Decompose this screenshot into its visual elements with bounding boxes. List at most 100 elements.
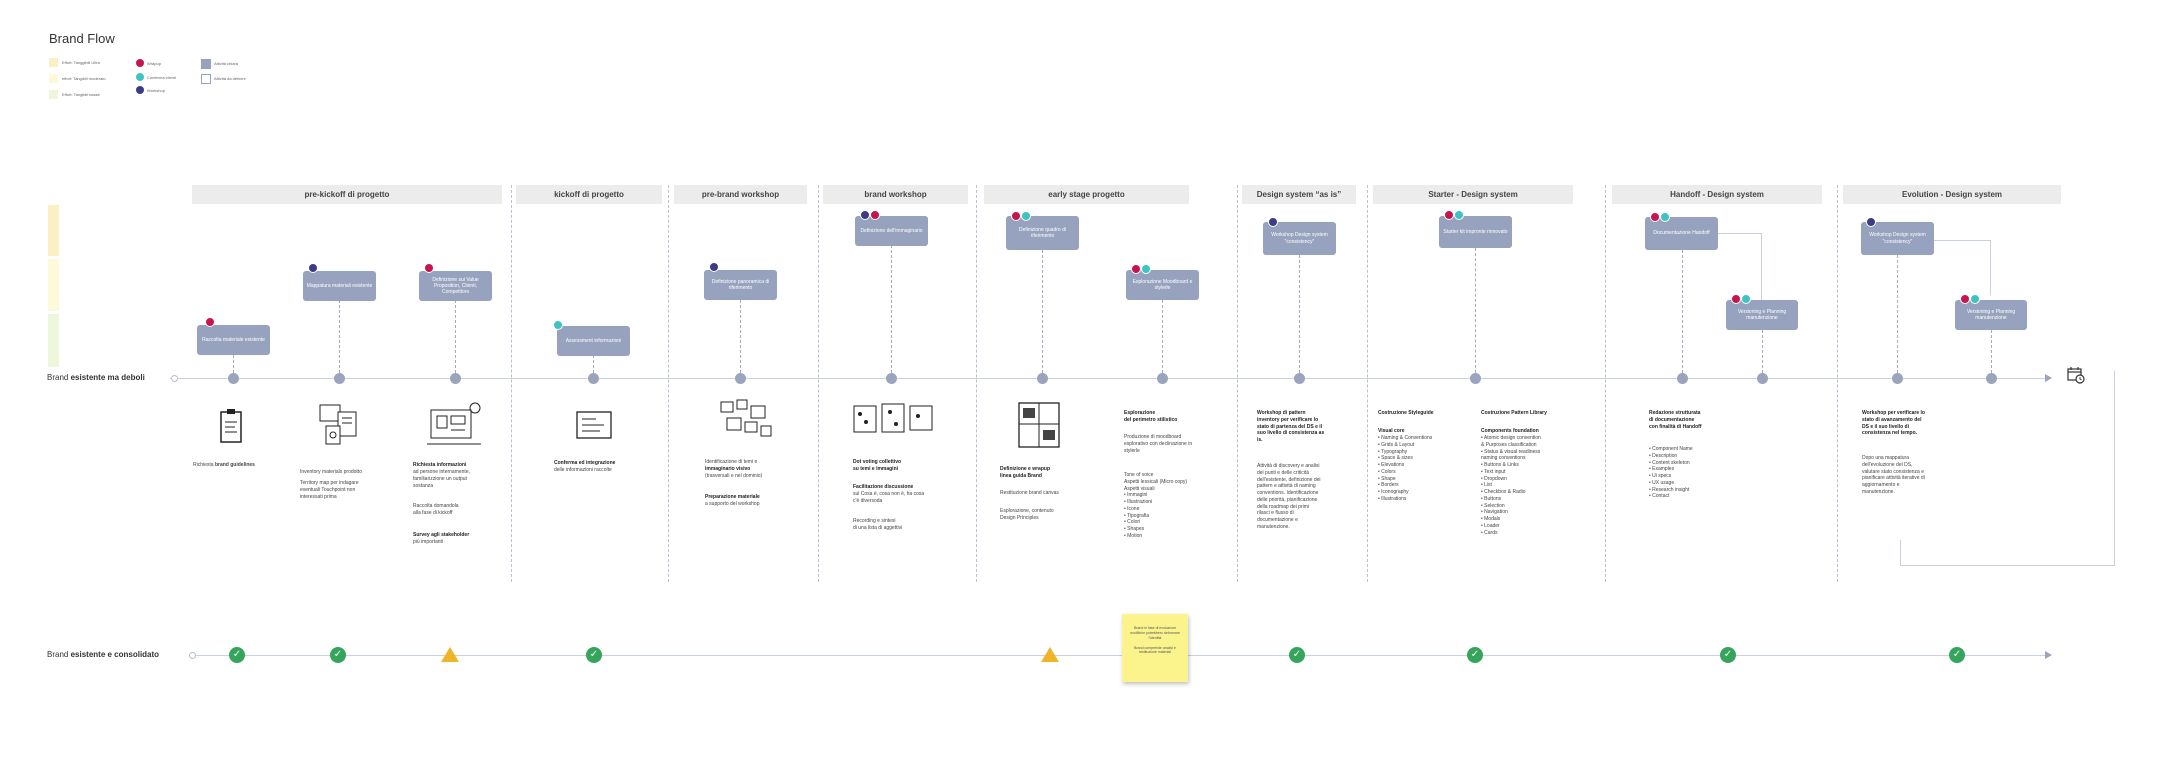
page-title: Brand Flow xyxy=(49,31,115,46)
check-icon: ✓ xyxy=(586,647,602,663)
activity-heading: Definizione e wrapup linea guida Brand xyxy=(1000,466,1051,479)
lane-label-top: Brand esistente ma deboli xyxy=(47,373,145,382)
activity-heading: Visual core xyxy=(1378,428,1405,434)
timeline-node[interactable] xyxy=(1157,373,1168,384)
legend-box-outline xyxy=(201,74,211,84)
activity-card[interactable]: Versioning e Planning manutenzione xyxy=(1726,300,1798,330)
connector-stem xyxy=(740,300,741,378)
sticky-note[interactable]: Brand in fase di evoluzione modifiche po… xyxy=(1122,614,1188,682)
timeline-node[interactable] xyxy=(1757,373,1768,384)
activity-description: Inventory materials prodotto xyxy=(300,462,390,476)
conferma-marker xyxy=(1454,210,1464,220)
phase-header: early stage progetto xyxy=(984,185,1189,204)
legend-dot-conferma xyxy=(136,73,144,81)
elbow-connector xyxy=(1718,233,1762,310)
activity-card[interactable]: Workshop Design system "consistency" xyxy=(1861,222,1934,255)
timeline-node[interactable] xyxy=(450,373,461,384)
activity-heading: Costruzione Pattern Library xyxy=(1481,410,1547,416)
connector-stem xyxy=(1299,255,1300,378)
legend-label: Conferma clienti xyxy=(147,75,176,80)
legend-box-filled xyxy=(201,59,211,69)
timeline-bottom xyxy=(192,655,2050,656)
activity-heading: Dot voting collettivo xyxy=(853,459,902,465)
wrapup-marker xyxy=(424,263,434,273)
confirm-sketch-icon xyxy=(574,408,616,444)
activity-description: • Atomic design convention & Purposes cl… xyxy=(1481,435,1541,536)
phase-header: Handoff - Design system xyxy=(1612,185,1822,204)
workshop-marker xyxy=(1268,217,1278,227)
activity-card[interactable]: Workshop Design system "consistency" xyxy=(1263,222,1336,255)
timeline-node[interactable] xyxy=(1294,373,1305,384)
legend-label: Wrapup xyxy=(147,61,161,66)
lane-prefix: Brand xyxy=(47,650,71,659)
timeline-arrow-head xyxy=(2045,651,2052,659)
timeline-node[interactable] xyxy=(735,373,746,384)
conferma-marker xyxy=(1021,211,1031,221)
activity-heading: Conferma ed integrazione xyxy=(554,460,616,466)
activity-card[interactable]: Esplorazione Moodboard e stylerle xyxy=(1126,270,1199,300)
activity-card[interactable]: Versioning e Planning manutenzione xyxy=(1955,300,2027,330)
effort-band-basse xyxy=(48,314,59,367)
timeline-node[interactable] xyxy=(1677,373,1688,384)
timeline-node[interactable] xyxy=(1892,373,1903,384)
card-label: Starter kit impronte rinnovato xyxy=(1443,228,1508,235)
legend-label: Attività da definire xyxy=(214,76,246,81)
timeline-node[interactable] xyxy=(1470,373,1481,384)
activity-card[interactable]: Raccolta materiale esistente xyxy=(197,325,270,355)
wrapup-marker xyxy=(1444,210,1454,220)
activity-card[interactable]: Definizione dell'immaginario xyxy=(855,216,928,246)
conferma-marker xyxy=(1660,212,1670,222)
wrapup-marker xyxy=(870,210,880,220)
activity-card[interactable]: Starter kit impronte rinnovato xyxy=(1439,216,1512,248)
timeline-node[interactable] xyxy=(228,373,239,384)
guidelines-sketch-icon xyxy=(217,408,247,448)
phase-header: kickoff di progetto xyxy=(516,185,662,204)
phase-divider xyxy=(511,185,512,582)
activity-card[interactable]: Definizione sui Value Proposition, Clien… xyxy=(419,271,492,301)
lane-prefix: Brand xyxy=(47,373,71,382)
activity-description: delle informazioni raccolte xyxy=(554,467,612,473)
activity-heading: Redazione strutturata di documentazione … xyxy=(1649,410,1702,430)
check-icon: ✓ xyxy=(229,647,245,663)
activity-description: Attività di discovery e analisi dei punt… xyxy=(1257,463,1321,530)
timeline-arrow-head xyxy=(2045,374,2052,382)
activity-card[interactable]: Mappatura materiali esistente xyxy=(303,271,376,301)
legend-label: Workshop xyxy=(147,88,165,93)
activity-card[interactable]: Assessment informazioni xyxy=(557,326,630,356)
warning-icon xyxy=(1041,647,1059,662)
card-label: Definizione sui Value Proposition, Clien… xyxy=(432,276,479,296)
card-label: Mappatura materiali esistente xyxy=(306,282,373,289)
phase-header: pre-brand workshop xyxy=(674,185,807,204)
timeline-node[interactable] xyxy=(334,373,345,384)
activity-heading: Workshop per verificare lo stato di avan… xyxy=(1862,410,1925,437)
card-label: Versioning e Planning manutenzione xyxy=(1737,308,1787,321)
legend-label: Effort: Tangibili basse xyxy=(62,92,100,97)
timeline-node[interactable] xyxy=(886,373,897,384)
legend-dot-workshop xyxy=(136,86,144,94)
connector-stem xyxy=(1162,300,1163,378)
activity-card[interactable]: Documentazione Handoff xyxy=(1645,217,1718,250)
wrapup-marker xyxy=(1960,294,1970,304)
inventory-sketch-icon xyxy=(318,402,366,448)
activity-card[interactable]: Definizione quadro di riferimento xyxy=(1006,216,1079,250)
timeline-start xyxy=(171,375,178,382)
activity-heading: Workshop di pattern inventory per verifi… xyxy=(1257,410,1325,443)
legend-dot-wrapup xyxy=(136,59,144,67)
card-label: Definizione quadro di riferimento xyxy=(1019,226,1066,239)
timeline-node[interactable] xyxy=(1037,373,1048,384)
phase-divider xyxy=(668,185,669,582)
voting-sketch-icon xyxy=(852,402,936,436)
phase-divider xyxy=(1605,185,1606,582)
phase-header: Starter - Design system xyxy=(1373,185,1573,204)
legend-label: Effort: Tanggibili Ultra xyxy=(62,60,100,65)
activity-card[interactable]: Definizione panoramica di riferimento xyxy=(704,270,777,300)
activity-description: (trasversali e nel dominio) xyxy=(705,473,763,479)
timeline-node[interactable] xyxy=(588,373,599,384)
conferma-marker xyxy=(553,320,563,330)
timeline-node[interactable] xyxy=(1986,373,1997,384)
workshop-marker xyxy=(709,262,719,272)
loop-connector xyxy=(1900,370,2115,566)
workshop-marker xyxy=(308,263,318,273)
activity-heading: Richiesta informazioni xyxy=(413,462,467,468)
connector-stem xyxy=(233,340,234,378)
